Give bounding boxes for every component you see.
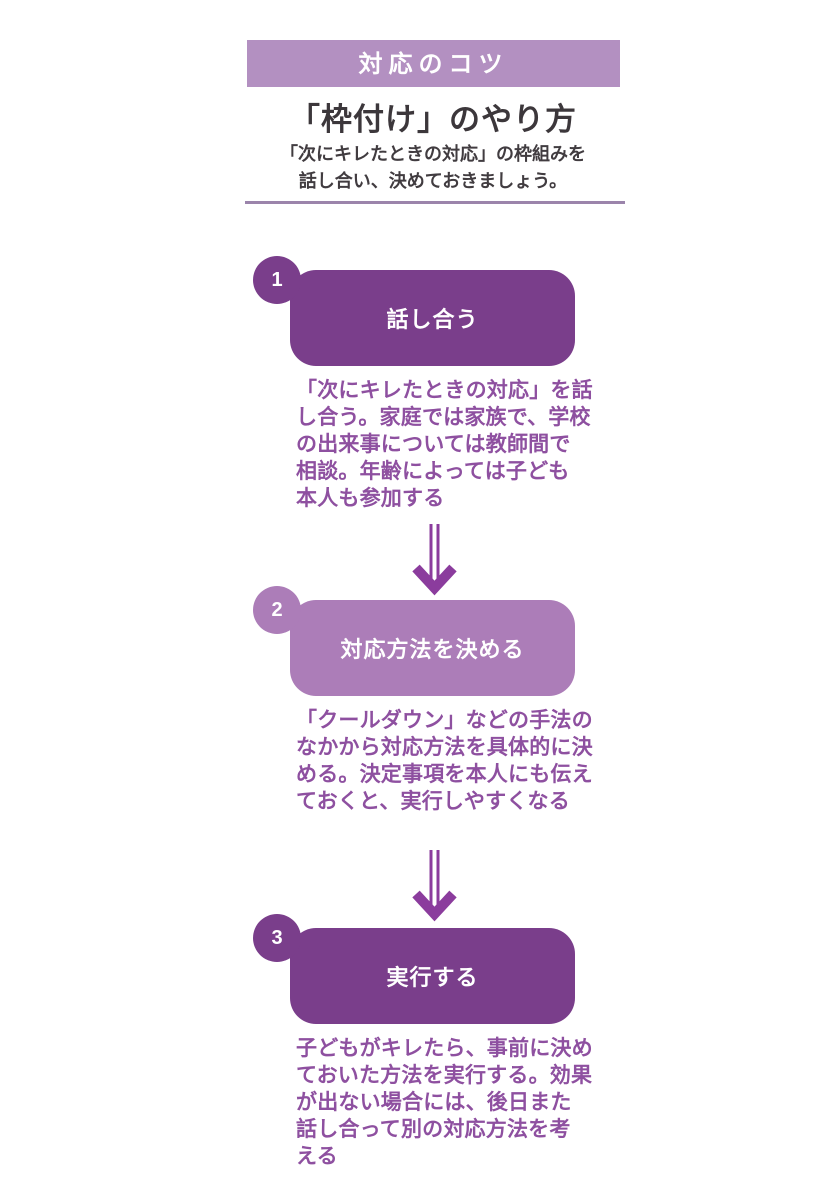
step-1-box: 話し合う — [290, 270, 575, 366]
step-2-box: 対応方法を決める — [290, 600, 575, 696]
step-1-description: 「次にキレたときの対応」を話 し合う。家庭では家族で、学校 の出来事については教… — [296, 379, 593, 510]
step-3-number-badge: 3 — [253, 914, 301, 962]
step-3-label: 実行する — [386, 965, 479, 990]
header-banner: 対応のコツ — [247, 40, 620, 87]
page-title: 「枠付け」のやり方 — [289, 102, 577, 137]
divider — [245, 201, 625, 204]
step-1-number-badge: 1 — [253, 256, 301, 304]
down-arrow-icon — [412, 850, 457, 922]
header-banner-label: 対応のコツ — [358, 51, 509, 78]
step-2-number-badge: 2 — [253, 586, 301, 634]
step-3-box: 実行する — [290, 928, 575, 1024]
page-subtitle: 「次にキレたときの対応」の枠組みを 話し合い、決めておきましょう。 — [280, 144, 586, 191]
step-2-label: 対応方法を決める — [340, 637, 525, 662]
down-arrow-icon — [412, 524, 457, 596]
step-3-description: 子どもがキレたら、事前に決め ておいた方法を実行する。効果 が出ない場合には、後… — [296, 1037, 593, 1168]
step-2-description: 「クールダウン」などの手法の なかから対応方法を具体的に決 める。決定事項を本人… — [296, 709, 593, 813]
step-2-number: 2 — [271, 598, 283, 621]
step-1-number: 1 — [271, 268, 283, 291]
step-1-label: 話し合う — [386, 307, 479, 332]
step-3-number: 3 — [271, 926, 283, 949]
